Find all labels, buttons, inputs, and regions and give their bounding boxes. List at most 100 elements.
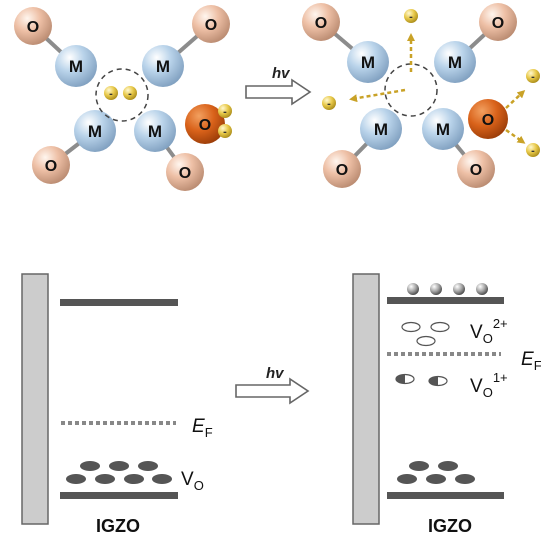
oxygen-ion-excited: O [185,104,225,144]
free-electron: - [526,143,540,157]
filled-vacancy-state [66,474,86,484]
fermi-level-label: EF [192,416,213,440]
valence-band [60,492,178,499]
vacancy-label: VO [181,469,204,493]
igzo-label: IGZO [96,516,140,536]
trapped-electron: - [123,86,137,100]
metal-atom: M [55,45,97,87]
electron-sign: - [531,71,535,83]
valence-band [387,492,504,499]
electron-escape-arrow [505,89,526,109]
filled-vacancy-state [138,461,158,471]
hv-label: hv [272,65,291,82]
hollow-arrow [235,377,310,405]
oxygen-atom: O [192,5,230,43]
band-diagram-after: VO2+ EF VO1+ IGZO [352,273,541,536]
free-electron: - [322,96,336,110]
metal-atom: M [134,110,176,152]
atom-label: O [27,19,39,36]
atom-label: M [374,120,388,139]
atom-label: O [205,17,217,34]
filled-vacancy-state [455,474,475,484]
empty-vacancy-state [416,335,436,347]
atom-label: O [315,15,327,32]
fermi-level-label: EF [521,349,541,373]
electron-sign: - [109,88,113,100]
bound-electron: - [218,104,232,118]
electron-sign: - [223,126,227,138]
electron-sign: - [327,98,331,110]
atom-label: M [156,57,170,76]
electron-sign: - [128,88,132,100]
electron-sign: - [409,11,413,23]
empty-vacancy-state [430,321,450,333]
filled-vacancy-state [409,461,429,471]
oxygen-atom: O [14,7,52,45]
atom-label: M [148,122,162,141]
metal-atom: M [422,108,464,150]
atom-label: O [179,165,191,182]
vacancy-2plus-label: VO2+ [470,316,508,346]
molecule-before: M M M M O O O O [14,5,232,191]
free-electron: - [526,69,540,83]
free-electron: - [404,9,418,23]
electron-escape-arrow [505,128,526,144]
singly-ionized-states [395,373,448,387]
vacancy-1plus-label: VO1+ [470,370,508,400]
half-filled-vacancy-state [428,375,448,387]
metal-atom: M [360,108,402,150]
conduction-electrons [407,283,488,295]
band-diagram-before: EF VO IGZO [21,273,213,536]
electron-sign: - [223,106,227,118]
atom-label: O [336,162,348,179]
filled-vacancy-state [109,461,129,471]
conduction-electron [430,283,442,295]
atom-label: M [436,120,450,139]
molecule-after: M M M M O O O O [302,3,540,188]
oxygen-ion-excited: O [468,99,508,139]
oxygen-atom: O [302,3,340,41]
filled-vacancy-state [397,474,417,484]
oxygen-atom: O [323,150,361,188]
electron-escape-arrow [349,88,406,103]
oxygen-atom: O [166,153,204,191]
oxygen-vacancy-circle [95,68,149,122]
oxygen-atom: O [32,146,70,184]
vacancy-states [66,461,172,484]
filled-vacancy-state [438,461,458,471]
atom-label: M [88,122,102,141]
vacancy-states [397,461,475,484]
igzo-label: IGZO [428,516,472,536]
bound-electron: - [218,124,232,138]
atom-label: O [470,162,482,179]
atom-label: O [482,112,494,129]
atom-label: M [448,53,462,72]
atom-label: O [45,158,57,175]
conduction-electron [407,283,419,295]
filled-vacancy-state [152,474,172,484]
light-arrow-bottom: hv [235,365,310,405]
half-filled-vacancy-state [395,373,415,385]
electron-sign: - [531,145,535,157]
metal-atom: M [347,41,389,83]
oxygen-atom: O [457,150,495,188]
hv-label: hv [266,365,285,382]
light-arrow-top: hv [245,65,312,106]
atom-label: O [492,15,504,32]
conduction-electron [476,283,488,295]
metal-atom: M [74,110,116,152]
filled-vacancy-state [426,474,446,484]
trapped-electron: - [104,86,118,100]
igzo-slab [352,273,380,525]
metal-atom: M [142,45,184,87]
doubly-ionized-states [401,321,450,347]
atom-label: M [361,53,375,72]
filled-vacancy-state [124,474,144,484]
filled-vacancy-state [80,461,100,471]
metal-atom: M [434,41,476,83]
atom-label: M [69,57,83,76]
conduction-band [60,299,178,306]
hollow-arrow [245,78,312,106]
igzo-slab [21,273,49,525]
